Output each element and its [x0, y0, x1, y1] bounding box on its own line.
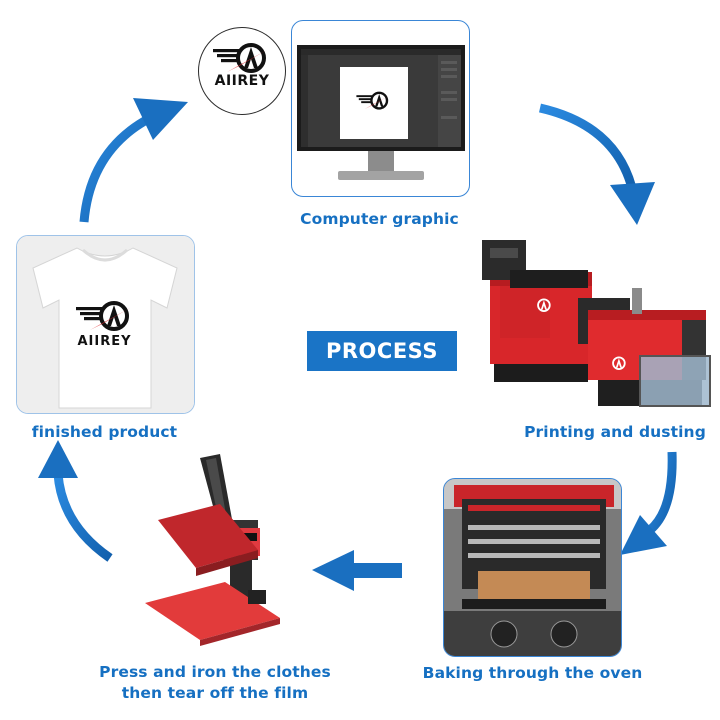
step-image-oven — [443, 478, 622, 657]
oven-illustration — [444, 479, 621, 656]
curved-arrow-icon — [540, 108, 655, 225]
straight-arrow-icon — [312, 550, 402, 591]
step-image-printer — [470, 230, 720, 415]
step-label-press-line1: Press and iron the clothes — [60, 662, 370, 683]
step-label-press-line2: then tear off the film — [60, 683, 370, 704]
monitor-illustration — [292, 21, 469, 196]
step-label-computer: Computer graphic — [291, 210, 468, 228]
curved-arrow-icon — [84, 98, 188, 222]
step-image-computer — [291, 20, 470, 197]
process-badge: PROCESS — [307, 331, 457, 371]
curved-arrow-icon — [620, 452, 672, 555]
step-label-press: Press and iron the clothes then tear off… — [60, 662, 370, 704]
brand-name: AIIREY — [199, 73, 285, 89]
step-label-finished: finished product — [16, 423, 193, 441]
tshirt-illustration — [17, 236, 194, 413]
step-image-press — [140, 440, 290, 650]
curved-arrow-icon — [38, 440, 110, 558]
step-label-oven: Baking through the oven — [420, 664, 645, 682]
step-image-finished — [16, 235, 195, 414]
brand-logo-badge: AIIREY — [198, 27, 286, 115]
step-label-printing: Printing and dusting — [520, 423, 710, 441]
brand-logo-icon — [209, 42, 275, 76]
